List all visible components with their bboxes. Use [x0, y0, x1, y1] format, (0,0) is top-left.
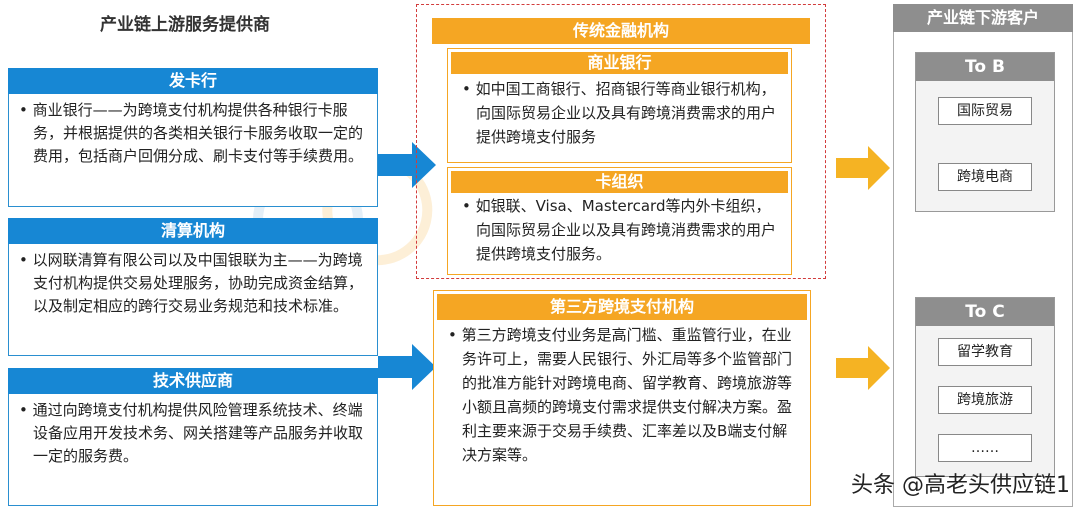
upstream-title: 产业链上游服务提供商	[100, 15, 270, 35]
arrow-right-icon	[378, 344, 436, 390]
card-issuer-box: 发卡行 • 商业银行——为跨境支付机构提供各种银行卡服务，并根据提供的各类相关银…	[8, 68, 378, 207]
clearing-title: 清算机构	[8, 218, 378, 244]
arrow-right-icon	[378, 142, 436, 188]
to-c-box: To C 留学教育 跨境旅游 ……	[915, 297, 1055, 477]
traditional-institutions-frame	[416, 4, 826, 279]
third-party-box: 第三方跨境支付机构 • 第三方跨境支付业务是高门槛、重监管行业，在业务许可上，需…	[433, 290, 811, 506]
to-b-box: To B 国际贸易 跨境电商	[915, 52, 1055, 212]
clearing-box: 清算机构 • 以网联清算有限公司以及中国银联为主——为跨境支付机构提供交易处理服…	[8, 218, 378, 356]
card-org-box: 卡组织 • 如银联、Visa、Mastercard等内外卡组织，向国际贸易企业以…	[447, 167, 792, 275]
commercial-bank-text: • 如中国工商银行、招商银行等商业银行机构，向国际贸易企业以及具有跨境消费需求的…	[462, 80, 777, 146]
to-c-title: To C	[916, 298, 1054, 326]
clearing-text: • 以网联清算有限公司以及中国银联为主——为跨境支付机构提供交易处理服务，协助完…	[19, 251, 364, 315]
card-org-text: • 如银联、Visa、Mastercard等内外卡组织，向国际贸易企业以及具有跨…	[462, 197, 777, 263]
arrow-right-icon	[836, 146, 890, 190]
card-issuer-text: • 商业银行——为跨境支付机构提供各种银行卡服务，并根据提供的各类相关银行卡服务…	[19, 101, 364, 165]
to-c-item: 留学教育	[938, 338, 1032, 366]
tech-text: • 通过向跨境支付机构提供风险管理系统技术、终端设备应用开发技术务、网关搭建等产…	[19, 401, 364, 465]
to-b-title: To B	[916, 53, 1054, 81]
to-c-item: 跨境旅游	[938, 386, 1032, 414]
arrow-right-icon	[836, 346, 890, 390]
tech-title: 技术供应商	[8, 368, 378, 394]
commercial-bank-title: 商业银行	[451, 52, 788, 74]
card-issuer-title: 发卡行	[8, 68, 378, 94]
third-party-text: • 第三方跨境支付业务是高门槛、重监管行业，在业务许可上，需要人民银行、外汇局等…	[448, 326, 793, 464]
to-c-item: ……	[938, 434, 1032, 462]
source-credit: 头条 @高老头供应链1	[851, 473, 1070, 498]
third-party-title: 第三方跨境支付机构	[437, 294, 807, 320]
downstream-title: 产业链下游客户	[893, 4, 1073, 32]
traditional-institutions-title: 传统金融机构	[432, 18, 810, 44]
commercial-bank-box: 商业银行 • 如中国工商银行、招商银行等商业银行机构，向国际贸易企业以及具有跨境…	[447, 48, 792, 163]
to-b-item: 跨境电商	[938, 163, 1032, 191]
tech-box: 技术供应商 • 通过向跨境支付机构提供风险管理系统技术、终端设备应用开发技术务、…	[8, 368, 378, 506]
to-b-item: 国际贸易	[938, 97, 1032, 125]
card-org-title: 卡组织	[451, 171, 788, 193]
